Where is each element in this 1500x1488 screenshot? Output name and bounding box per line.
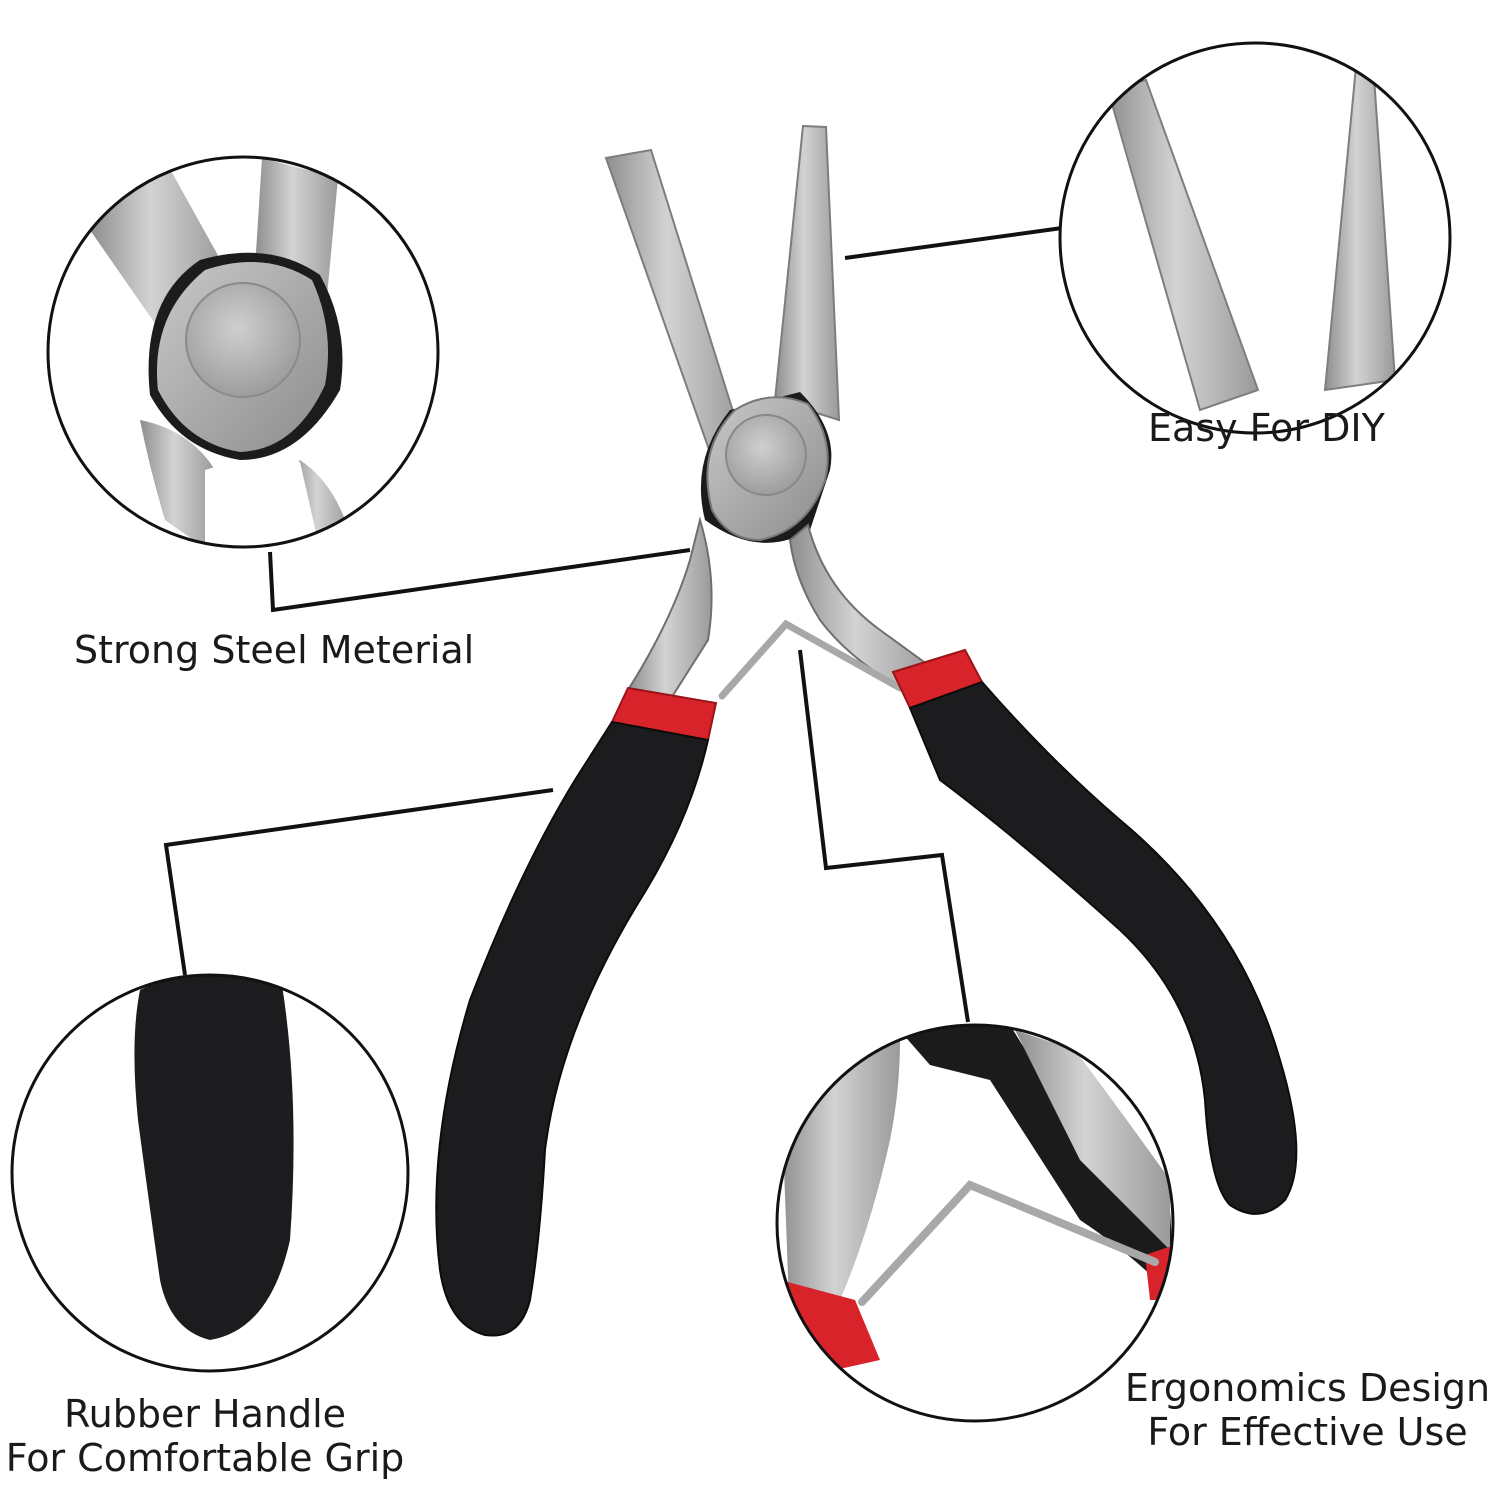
detail-circle-jaws (1058, 41, 1452, 435)
right-jaw (773, 124, 841, 422)
detail-circle-handle (10, 973, 410, 1373)
callout-lines (163, 226, 1063, 1023)
rubber-handle-label: Rubber Handle For Comfortable Grip (0, 1392, 410, 1480)
ergonomics-line2: For Effective Use (1147, 1410, 1468, 1454)
rubber-handle-line1: Rubber Handle (63, 1392, 347, 1436)
pivot-rivet (725, 414, 807, 496)
pliers-main (435, 124, 1298, 1337)
strong-steel-label: Strong Steel Meterial (74, 628, 475, 672)
ergonomics-line1: Ergonomics Design (1124, 1366, 1491, 1410)
easy-diy-leader-line (844, 226, 1063, 260)
ergonomics-label: Ergonomics Design For Effective Use (1120, 1366, 1495, 1454)
rubber-handle-line2: For Comfortable Grip (5, 1436, 405, 1480)
left-jaw (604, 148, 744, 460)
ergonomics-leader-line (798, 649, 970, 1023)
strong-steel-leader-line (268, 548, 691, 613)
left-handle (435, 720, 710, 1337)
spring-wire (718, 619, 904, 700)
easy-diy-label: Easy For DIY (1148, 406, 1385, 450)
detail-circle-steel (46, 155, 440, 549)
rubber-handle-leader-line (163, 788, 554, 976)
right-handle (908, 680, 1298, 1215)
detail-circle-ergonomics (775, 1023, 1175, 1423)
